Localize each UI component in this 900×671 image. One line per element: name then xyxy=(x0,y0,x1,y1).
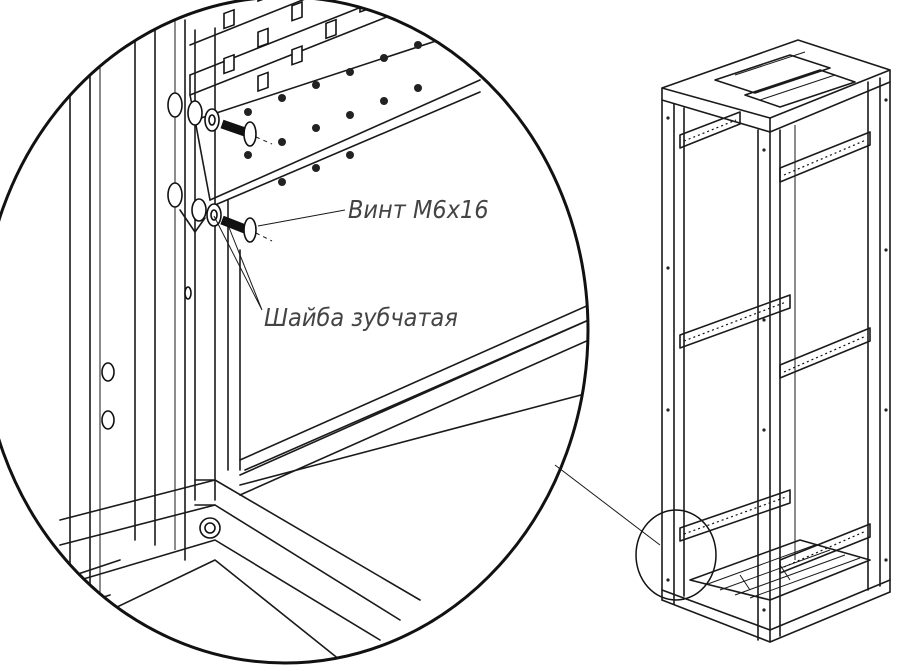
back-right-upright xyxy=(867,77,891,593)
inner-post xyxy=(194,27,241,501)
cabinet-holes xyxy=(666,98,888,612)
cabinet-frame xyxy=(661,39,891,643)
front-right-upright xyxy=(757,129,781,643)
mounting-rails xyxy=(679,111,871,574)
bottom-frame xyxy=(59,479,421,661)
callout-washer: Шайба зубчатая xyxy=(213,215,458,332)
front-left-upright xyxy=(661,99,685,605)
detail-leader-line xyxy=(554,464,661,546)
side-rail xyxy=(239,299,588,496)
perforated-rail xyxy=(189,0,501,206)
upright-hole-3 xyxy=(184,286,192,300)
callout-screw-label: Винт М6х16 xyxy=(348,195,489,224)
magnifier-outline xyxy=(0,0,590,665)
screw-assembly-upper xyxy=(167,92,273,147)
cabinet-top-vents xyxy=(714,54,856,108)
side-rail-edge xyxy=(239,389,588,486)
detail-magnifier xyxy=(0,0,590,665)
detail-target-circle xyxy=(635,509,717,601)
detail-contents xyxy=(0,0,588,661)
cabinet-base xyxy=(661,579,891,643)
upright-hole-2 xyxy=(101,410,115,430)
upright-hole-1 xyxy=(101,362,115,382)
callout-screw-leader xyxy=(257,209,346,227)
callout-washer-label: Шайба зубчатая xyxy=(264,303,458,332)
screw-assembly-lower xyxy=(167,182,273,243)
callout-washer-leader xyxy=(213,215,263,311)
left-upright-profile xyxy=(69,19,186,661)
callout-screw: Винт М6х16 xyxy=(257,195,489,227)
